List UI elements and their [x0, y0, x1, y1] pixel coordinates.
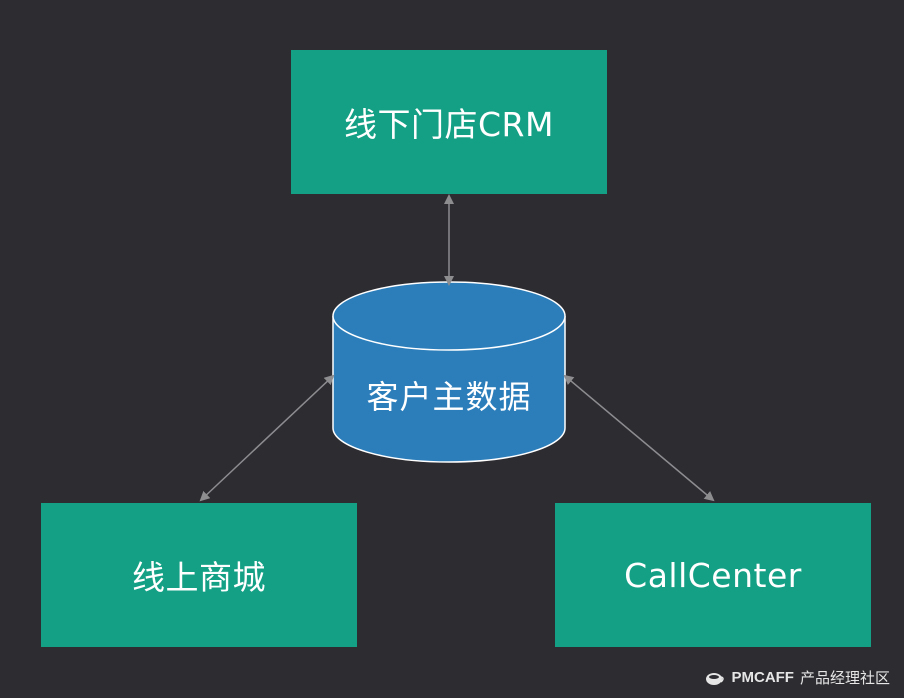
watermark-tagline: 产品经理社区 — [799, 670, 890, 687]
connector-call-master — [563, 374, 715, 502]
node-online-mall: 线上商城 — [41, 503, 357, 647]
node-call-center: CallCenter — [555, 503, 871, 647]
watermark-brand: PMCAFF — [731, 669, 794, 686]
coffee-cup-icon — [706, 672, 725, 685]
node-online-mall-label: 线上商城 — [132, 558, 266, 597]
node-customer-master-data-label: 客户主数据 — [366, 378, 532, 416]
node-offline-store-crm-label: 线下门店CRM — [344, 105, 554, 144]
node-offline-store-crm: 线下门店CRM — [291, 50, 607, 194]
watermark: PMCAFF 产品经理社区 — [705, 667, 890, 688]
connector-online-master — [199, 374, 335, 502]
node-call-center-label: CallCenter — [624, 555, 802, 595]
